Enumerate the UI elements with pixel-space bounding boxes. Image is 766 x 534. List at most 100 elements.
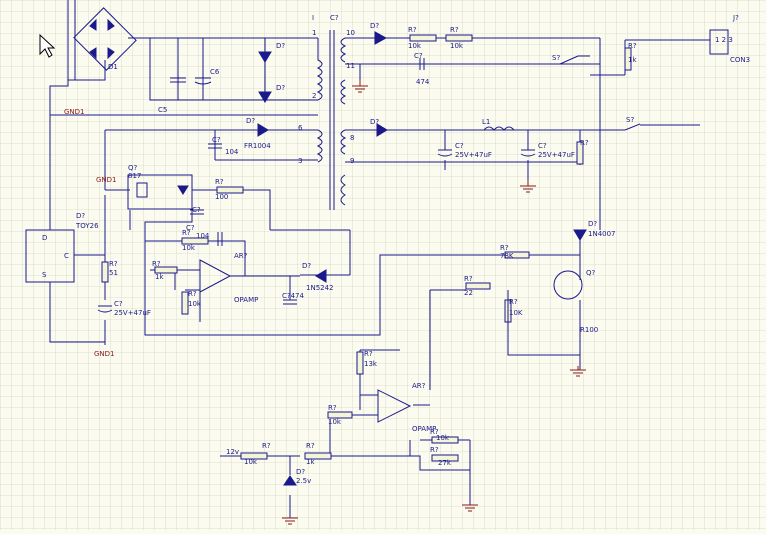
optocoupler-817[interactable] <box>127 174 193 210</box>
resistor-1k[interactable] <box>624 47 632 71</box>
label-AR2: AR? <box>412 382 426 390</box>
label-S1: S? <box>552 54 560 62</box>
resistor-10k-6[interactable] <box>240 452 268 460</box>
cap-e1[interactable] <box>437 149 453 157</box>
pin-8: 8 <box>350 134 354 142</box>
label-D-top1: D? <box>276 42 285 50</box>
label-R-R100: R100 <box>580 326 598 334</box>
label-D-pin: D <box>42 234 47 242</box>
switch-S2[interactable] <box>624 123 641 131</box>
cap-e2[interactable] <box>520 149 536 157</box>
pin-11: 11 <box>346 62 355 70</box>
label-C-104a: C? <box>212 136 221 144</box>
label-C-q: C? <box>192 206 201 214</box>
label-D-z2: D? <box>296 468 305 476</box>
resistor-51[interactable] <box>101 261 109 283</box>
resistor-out[interactable] <box>576 141 584 165</box>
bridge-rectifier[interactable] <box>73 7 137 71</box>
label-Q-opt-part: 817 <box>128 172 141 180</box>
label-C-e1: C? <box>455 142 464 150</box>
label-gnd-top: GND1 <box>64 108 85 116</box>
diode-fr1004[interactable] <box>257 123 269 137</box>
label-R-10K-val: 10K <box>509 309 523 317</box>
label-Q-opt: Q? <box>128 164 138 172</box>
resistor-27k[interactable] <box>431 454 459 462</box>
resistor-1k-3[interactable] <box>304 452 332 460</box>
transformer[interactable] <box>316 30 347 210</box>
diode-zener-1[interactable] <box>315 269 327 283</box>
diode-out1[interactable] <box>374 31 388 45</box>
diode-out2[interactable] <box>376 123 388 137</box>
wire-toy26 <box>49 189 131 345</box>
label-gnd-bottom: GND1 <box>94 350 115 358</box>
diode-1n4007[interactable] <box>573 229 587 241</box>
opamp-1[interactable] <box>199 259 232 293</box>
label-R-10k7-val: 10k <box>436 434 450 442</box>
label-D-z1: D? <box>302 262 311 270</box>
label-R-10k6: R? <box>262 442 271 450</box>
connector-J1[interactable] <box>709 29 729 55</box>
label-R-1k2: R? <box>152 260 161 268</box>
resistor-10k-4[interactable] <box>181 291 189 315</box>
label-D-4007: D? <box>588 220 597 228</box>
label-R-13: R? <box>364 350 373 358</box>
wire-fr <box>104 129 318 190</box>
ground-symbol-5 <box>462 504 478 512</box>
wire-opto <box>144 189 500 336</box>
label-R-10k1-val: 10k <box>408 42 422 50</box>
cap-e3[interactable] <box>97 305 113 313</box>
resistor-10k-1[interactable] <box>409 34 437 42</box>
label-R-22: R? <box>464 275 473 283</box>
inductor-L1[interactable] <box>483 126 515 131</box>
label-R-100: R? <box>215 178 224 186</box>
cap-104a[interactable] <box>208 143 222 149</box>
label-R-10k5-val: 10k <box>328 418 342 426</box>
cap-474b[interactable] <box>283 299 297 305</box>
resistor-1k-2[interactable] <box>154 266 178 274</box>
wire-rail-2 <box>50 38 318 116</box>
pin-1: 1 <box>312 29 316 37</box>
label-R-10k6-val: 10k <box>244 458 258 466</box>
label-R-1k-val: 1k <box>628 56 637 64</box>
wire-right <box>500 75 601 370</box>
label-R-10k1: R? <box>408 26 417 34</box>
cap-q[interactable] <box>190 209 204 215</box>
label-R-out: R? <box>580 139 589 147</box>
resistor-78k[interactable] <box>504 251 530 259</box>
diode-zener-2[interactable] <box>283 475 297 486</box>
label-R-78k-val: 78K <box>500 252 514 260</box>
label-R-51-val: 51 <box>109 269 118 277</box>
resistor-22[interactable] <box>465 282 491 290</box>
label-AR1: AR? <box>234 252 248 260</box>
label-D-z2-val: 2.5v <box>296 477 311 485</box>
label-gnd-mid: GND1 <box>96 176 117 184</box>
label-C-pin: C <box>64 252 69 260</box>
resistor-10k-5[interactable] <box>327 411 353 419</box>
switch-S1[interactable] <box>559 55 590 65</box>
resistor-13[interactable] <box>356 351 364 375</box>
wire-opamp2 <box>330 289 580 416</box>
resistor-10k-2[interactable] <box>445 34 473 42</box>
diodes-top[interactable] <box>258 51 272 103</box>
opto-transistor <box>136 182 148 198</box>
opamp-2[interactable] <box>377 389 412 423</box>
label-R-27k: R? <box>430 446 439 454</box>
cap-104b[interactable] <box>217 232 223 246</box>
transistor-Q1[interactable] <box>553 270 583 300</box>
label-R-78k: R? <box>500 244 509 252</box>
label-R-1k2-val: 1k <box>155 273 164 281</box>
capacitors-C5-C6[interactable] <box>170 77 212 85</box>
label-R-10K: R? <box>509 298 518 306</box>
resistor-10k-7[interactable] <box>431 436 459 444</box>
cap-474[interactable] <box>419 58 425 70</box>
ground-symbol-3 <box>570 366 586 377</box>
label-opamp1: OPAMP <box>234 296 258 304</box>
label-S2: S? <box>626 116 634 124</box>
ground-symbol-1 <box>352 80 368 93</box>
label-R-51: R? <box>109 260 118 268</box>
pin-6: 6 <box>298 124 303 132</box>
wire-rail-top <box>49 0 318 230</box>
label-L1: L1 <box>482 118 490 126</box>
